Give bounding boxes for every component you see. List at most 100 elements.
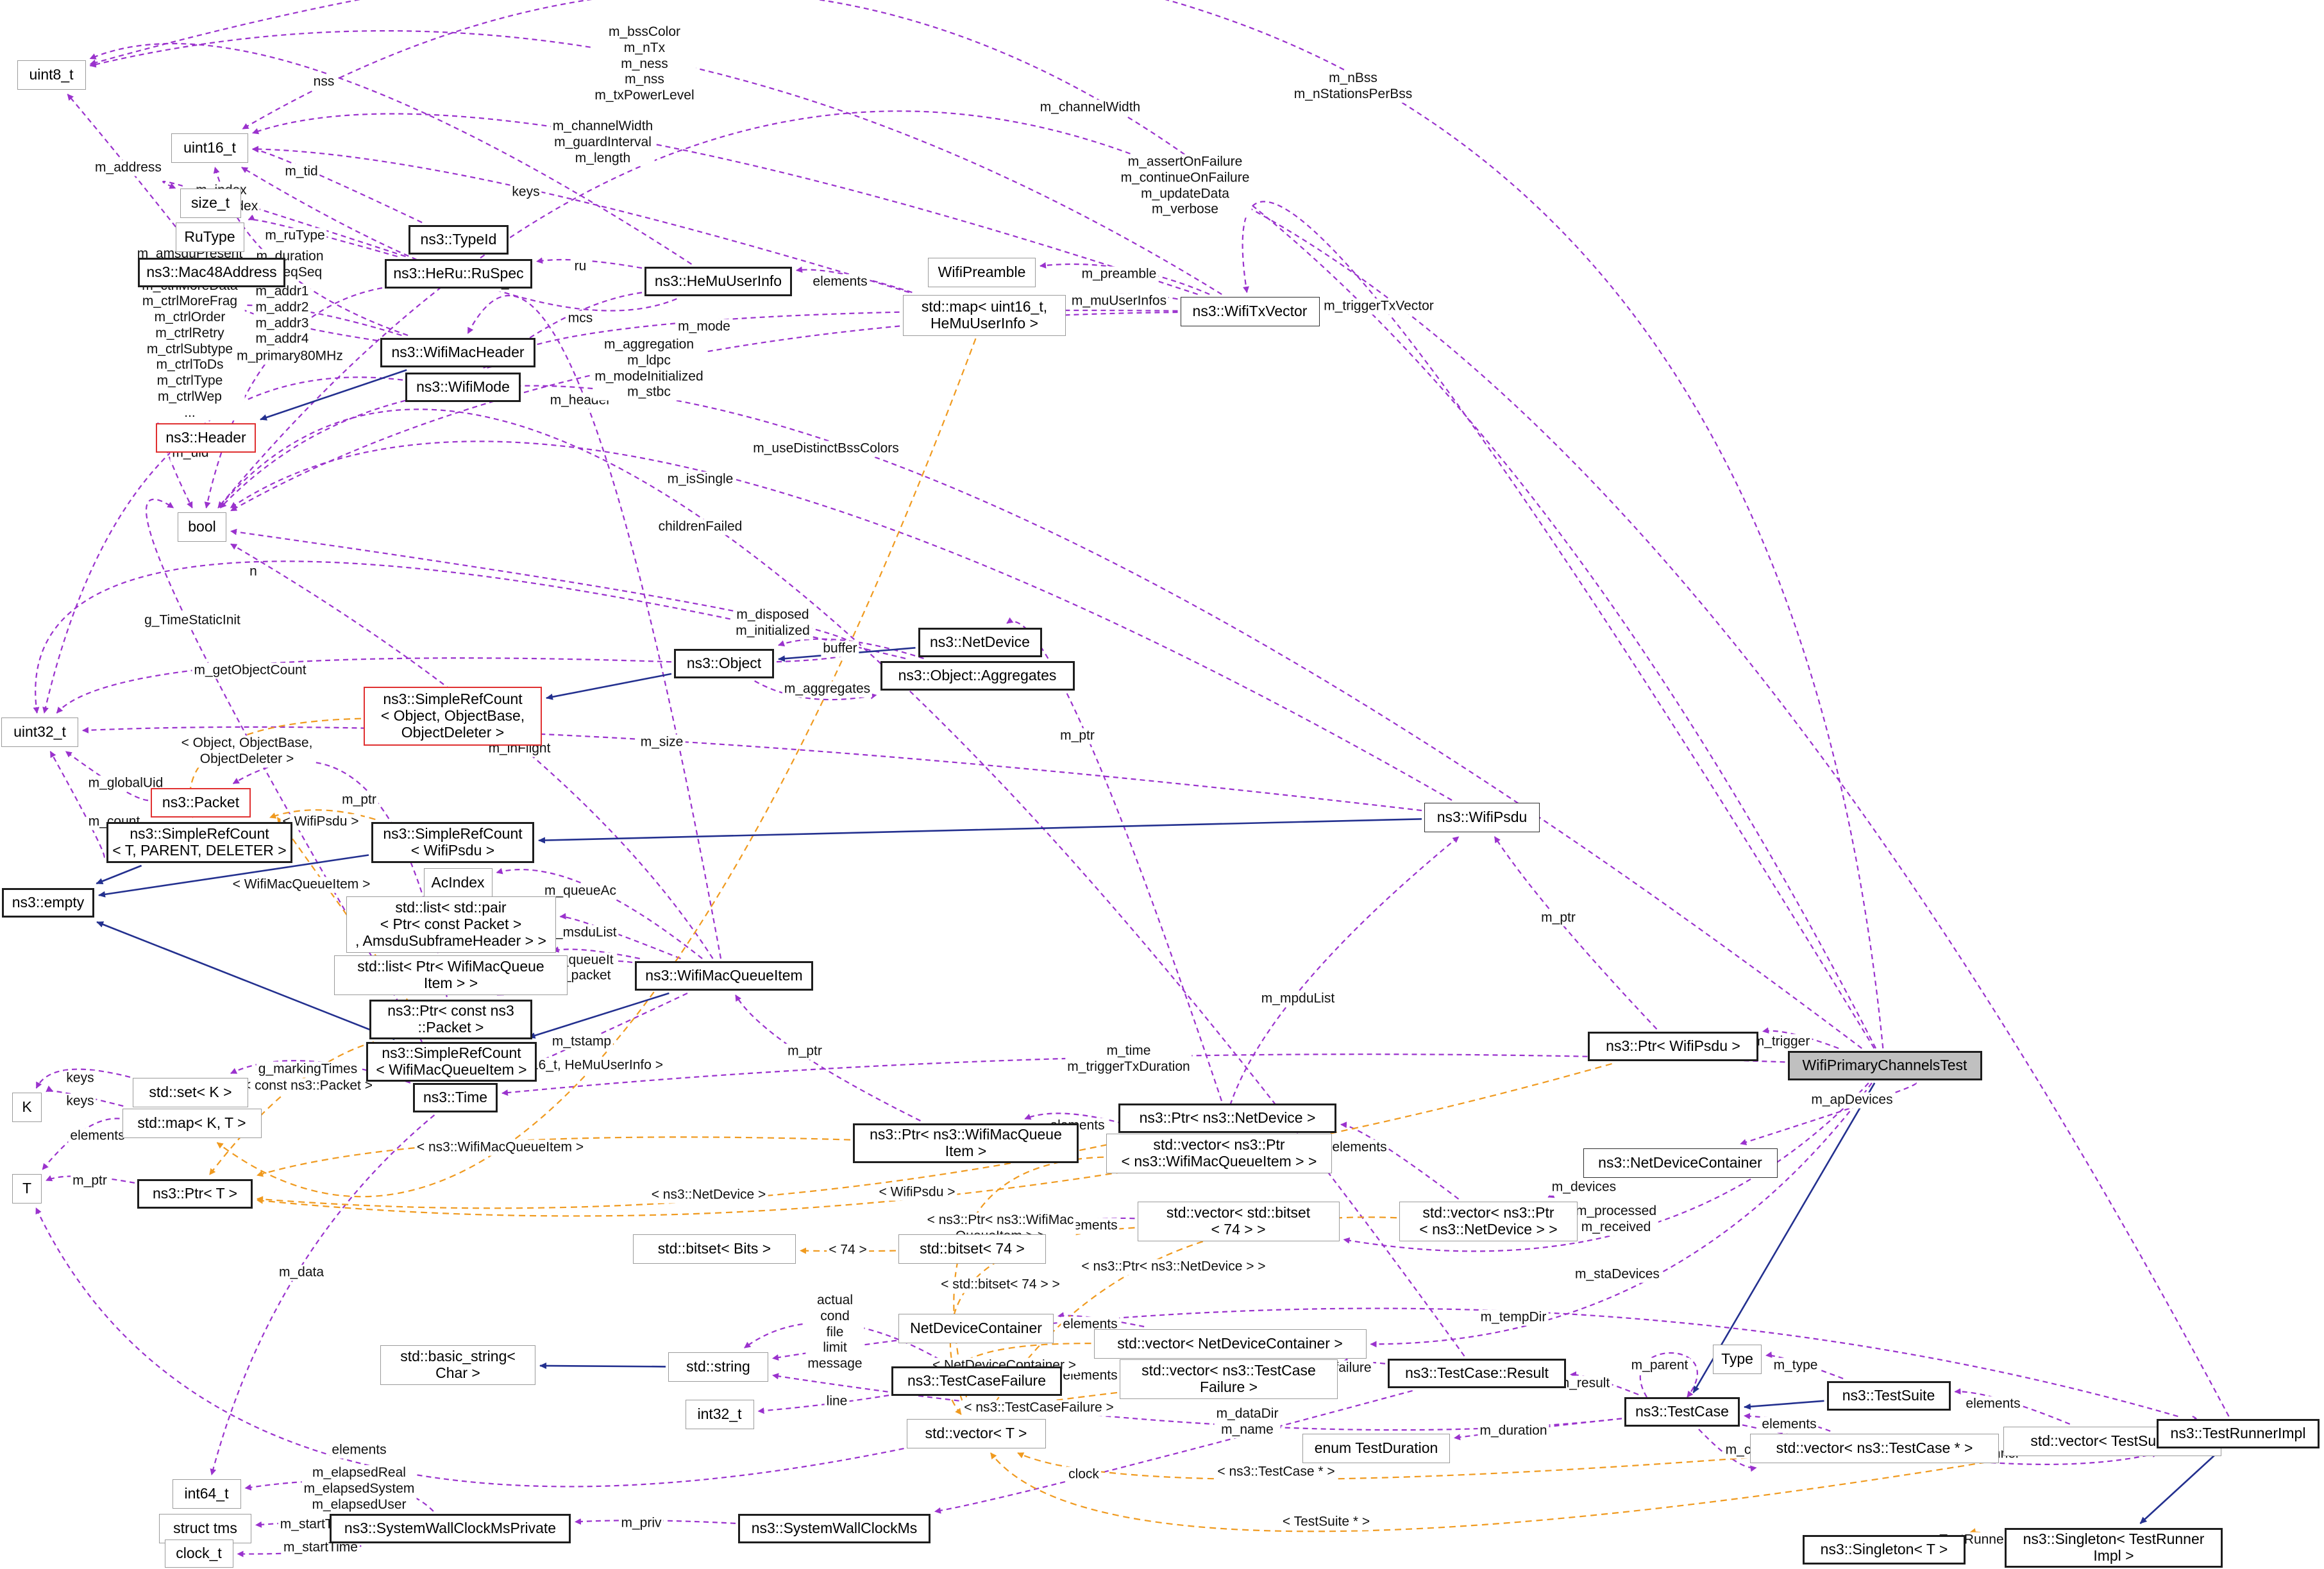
edge-label-ptrwmqi-ptrt: < ns3::WifiMacQueueItem > [414, 1139, 586, 1156]
node-ptrpkt[interactable]: ns3::Ptr< const ns3 ::Packet > [369, 1000, 532, 1039]
edge-wpct-txvec [1242, 201, 1875, 1049]
node-hemu[interactable]: ns3::HeMuUserInfo [644, 267, 792, 296]
edge-obj-aggr [754, 680, 877, 701]
edge-label-wpct-u8: m_nBss m_nStationsPerBss [1292, 71, 1415, 103]
node-i32: int32_t [685, 1400, 754, 1429]
edge-label-wpct-txvec: m_triggerTxVector [1322, 298, 1436, 315]
node-bstr: std::basic_string< Char > [380, 1345, 535, 1385]
node-aggr[interactable]: ns3::Object::Aggregates [880, 661, 1075, 691]
edge-label-tcres-vectcf: failure [1333, 1360, 1374, 1377]
node-bool: bool [178, 512, 226, 542]
edge-label-hemu-u8: nss [311, 74, 337, 90]
node-vectc: std::vector< ns3::TestCase * > [1750, 1434, 1999, 1463]
node-wmqi[interactable]: ns3::WifiMacQueueItem [635, 961, 813, 991]
edge-label-mapkt-K: keys [64, 1093, 96, 1110]
edge-label-tcase-etd: m_duration [1478, 1423, 1549, 1439]
node-srcwmqi[interactable]: ns3::SimpleRefCount < WifiMacQueueItem > [366, 1042, 537, 1082]
node-empty[interactable]: ns3::empty [2, 888, 94, 918]
node-wmode[interactable]: ns3::WifiMode [405, 373, 521, 402]
edge-label-hemu-wmode: mcs [566, 310, 595, 327]
node-packet[interactable]: ns3::Packet [151, 788, 251, 818]
node-typeid[interactable]: ns3::TypeId [408, 225, 509, 255]
edge-label-swcmp-clkt: m_startTime [282, 1540, 360, 1556]
edge-label-wmqi-time: m_tstamp [550, 1034, 614, 1050]
edge-label-srcwmqi-srct: < WifiMacQueueItem > [230, 877, 373, 893]
edge-vects-vect [990, 1452, 2008, 1532]
edge-ptrpkt-ptrt [209, 1041, 375, 1175]
node-vecwmqi: std::vector< ns3::Ptr < ns3::WifiMacQueu… [1106, 1134, 1332, 1173]
edge-wpct-vecbs [1343, 1082, 1869, 1252]
node-obj[interactable]: ns3::Object [674, 649, 774, 678]
edge-wmqi-listwmqi [552, 946, 640, 960]
edge-label-vectc-vect: < ns3::TestCase * > [1215, 1464, 1337, 1481]
edge-label-srcobj-srct: < Object, ObjectBase, ObjectDeleter > [179, 735, 315, 768]
node-singtri[interactable]: ns3::Singleton< TestRunner Impl > [2005, 1528, 2223, 1568]
edge-label-txvec-bool: m_aggregation m_ldpc m_modeInitialized m… [593, 337, 705, 401]
edge-label-time-setk: g_markingTimes [256, 1061, 360, 1078]
edge-vect-T [35, 1207, 904, 1488]
node-tri[interactable]: ns3::TestRunnerImpl [2157, 1419, 2320, 1448]
node-wmh[interactable]: ns3::WifiMacHeader [380, 338, 535, 367]
node-ptrt[interactable]: ns3::Ptr< T > [137, 1179, 253, 1209]
edge-wmqi-srcwmqi [528, 992, 669, 1039]
node-time[interactable]: ns3::Time [413, 1083, 498, 1112]
edge-label-vecnd-ptrnd: elements [1330, 1139, 1389, 1156]
node-mac48[interactable]: ns3::Mac48Address [138, 258, 285, 287]
edge-label-obj-aggr: m_aggregates [782, 681, 873, 698]
edge-label-tri-bool: m_assertOnFailure m_continueOnFailure m_… [1118, 154, 1252, 218]
edge-ruspec-bool [204, 287, 383, 508]
node-mapuh: std::map< uint16_t, HeMuUserInfo > [903, 295, 1066, 336]
node-ptrpsdu[interactable]: ns3::Ptr< WifiPsdu > [1588, 1032, 1758, 1061]
edge-label-time-i64: m_data [276, 1264, 326, 1281]
node-swcmp[interactable]: ns3::SystemWallClockMsPrivate [330, 1514, 571, 1543]
edge-psdu-srcpsdu [538, 818, 1422, 844]
node-tcres[interactable]: ns3::TestCase::Result [1388, 1359, 1566, 1388]
edge-aggr-obj [778, 638, 924, 660]
node-setk: std::set< K > [133, 1078, 248, 1107]
node-vecnd: std::vector< ns3::Ptr < ns3::NetDevice >… [1399, 1202, 1578, 1241]
node-vecbs: std::vector< std::bitset < 74 > > [1137, 1202, 1340, 1241]
node-swcm[interactable]: ns3::SystemWallClockMs [738, 1514, 930, 1543]
edge-label-wpct-u16: m_channelWidth [1038, 99, 1143, 116]
node-psdu[interactable]: ns3::WifiPsdu [1424, 803, 1540, 832]
edge-srcwmqi-empty [96, 921, 395, 1041]
edge-label-swcmp-i64: m_elapsedReal m_elapsedSystem m_elapsedU… [301, 1464, 417, 1513]
edge-label-vects-vect: < TestSuite * > [1280, 1514, 1372, 1531]
edge-label-mapkt-T: elements [68, 1128, 127, 1145]
edge-hemu-u16 [241, 167, 677, 312]
edge-obj-srcobj [546, 673, 672, 700]
edge-label-psdu-u32: m_size [638, 734, 686, 751]
node-rutype: RuType [175, 222, 244, 252]
edge-label-ptrwmqi-wmqi: m_ptr [786, 1043, 824, 1060]
edge-label-mac48-u8: m_address [93, 160, 164, 176]
node-srct[interactable]: ns3::SimpleRefCount < T, PARENT, DELETER… [106, 822, 292, 863]
node-txvec[interactable]: ns3::WifiTxVector [1180, 297, 1320, 326]
edge-typeid-u16 [252, 146, 423, 223]
node-tcase[interactable]: ns3::TestCase [1624, 1397, 1740, 1427]
node-T: T [12, 1174, 42, 1204]
node-bs74: std::bitset< 74 > [898, 1234, 1046, 1264]
edge-txvec-u16 [252, 113, 1198, 296]
node-singt[interactable]: ns3::Singleton< T > [1803, 1535, 1966, 1565]
edge-label-tsuite-type: m_type [1771, 1357, 1820, 1374]
edge-wpct-ndcr [1740, 1082, 1917, 1146]
edge-wpct-tcase [1692, 1082, 1876, 1393]
node-ptrwmqi[interactable]: ns3::Ptr< ns3::WifiMacQueue Item > [853, 1123, 1079, 1163]
node-srcpsdu[interactable]: ns3::SimpleRefCount < WifiPsdu > [371, 822, 534, 863]
node-tsuite[interactable]: ns3::TestSuite [1826, 1381, 1951, 1411]
node-srcobj[interactable]: ns3::SimpleRefCount < Object, ObjectBase… [364, 687, 542, 746]
node-netdev[interactable]: ns3::NetDevice [918, 628, 1042, 657]
edge-label-wmqi-acidx: m_queueAc [542, 883, 619, 900]
node-u16: uint16_t [171, 133, 248, 163]
edge-txvec-u8 [89, 30, 1222, 295]
node-ptrnd[interactable]: ns3::Ptr< ns3::NetDevice > [1118, 1103, 1336, 1133]
edge-srct-u32 [49, 751, 105, 859]
node-header[interactable]: ns3::Header [156, 423, 256, 453]
node-wpct: WifiPrimaryChannelsTest [1787, 1051, 1982, 1080]
edge-label-swcm-swcmp: m_priv [619, 1515, 664, 1532]
node-tcf[interactable]: ns3::TestCaseFailure [891, 1366, 1062, 1396]
node-ndcr[interactable]: ns3::NetDeviceContainer [1583, 1148, 1778, 1178]
node-ruspec[interactable]: ns3::HeRu::RuSpec [385, 259, 532, 289]
edge-tcres-bool [217, 408, 1465, 1357]
